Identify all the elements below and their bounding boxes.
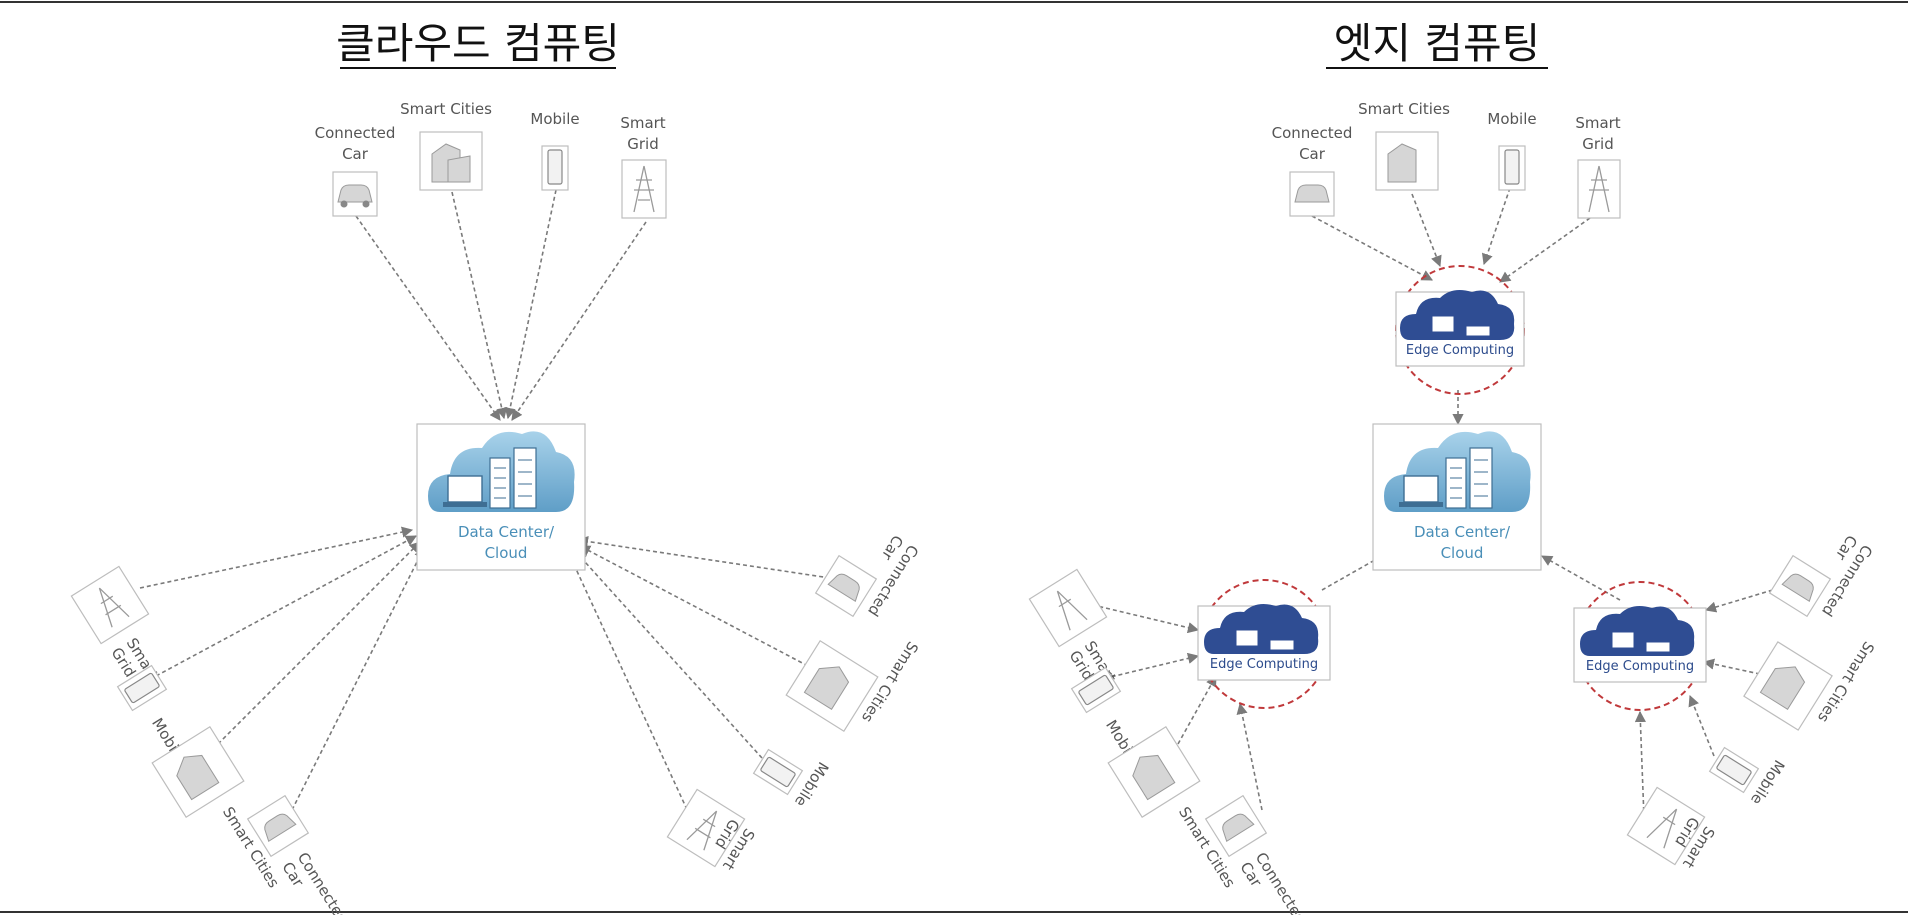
device-connected-car-e: Connected Car — [1272, 124, 1353, 217]
svg-text:클라우드 컴퓨팅: 클라우드 컴퓨팅 — [336, 19, 620, 68]
device-mobile-e-br: Mobile — [1708, 746, 1788, 808]
edge-cloud-icon — [1580, 606, 1695, 656]
edge-cloud-icon — [1400, 290, 1515, 340]
device-mobile-br: Mobile — [752, 748, 832, 810]
device-connected-car-e-bl: Connected Car — [1204, 794, 1310, 915]
device-smart-grid-e-bl: Smart Grid — [1028, 568, 1120, 686]
data-center-node-edge: Data Center/ Cloud — [1372, 423, 1542, 571]
cloud-datacenter-icon — [1384, 431, 1531, 512]
mobile-phone-icon — [547, 149, 563, 185]
device-smart-grid-br: Smart Grid — [666, 788, 758, 873]
svg-text:Edge Computing: Edge Computing — [1586, 659, 1694, 674]
edge-node-left: Edge Computing — [1197, 579, 1331, 709]
edge-panel-title: 엣지 컴퓨팅 — [1326, 19, 1548, 69]
edge-node-top: Edge Computing — [1395, 265, 1525, 395]
car-icon — [337, 184, 373, 208]
svg-text:Mobile: Mobile — [530, 110, 579, 128]
edge-cloud-icon — [1204, 604, 1319, 654]
svg-text:Edge Computing: Edge Computing — [1210, 657, 1318, 672]
svg-text:Smart Cities: Smart Cities — [1358, 100, 1450, 118]
svg-text:Car: Car — [342, 145, 369, 163]
device-smart-grid-e-br: Smart Grid — [1626, 786, 1718, 871]
edge-computing-panel: Data Center/ Cloud Edge Computing Edge C… — [1028, 100, 1878, 915]
svg-text:Edge Computing: Edge Computing — [1406, 343, 1514, 358]
svg-text:Connected: Connected — [1272, 124, 1353, 142]
data-center-label-line1: Data Center/ — [1414, 523, 1511, 541]
svg-text:Car: Car — [1299, 145, 1326, 163]
svg-text:Smart: Smart — [620, 114, 665, 132]
device-smart-cities-e: Smart Cities — [1358, 100, 1450, 191]
svg-text:Mobile: Mobile — [791, 759, 832, 810]
edge-node-right: Edge Computing — [1573, 581, 1707, 711]
device-smart-grid-e: Smart Grid — [1575, 114, 1621, 219]
device-smart-cities: Smart Cities — [400, 100, 492, 191]
svg-text:Connected: Connected — [315, 124, 396, 142]
device-mobile: Mobile — [530, 110, 580, 191]
svg-text:Grid: Grid — [627, 135, 658, 153]
svg-text:Grid: Grid — [1582, 135, 1613, 153]
device-smart-grid-bl: Smart Grid — [70, 565, 162, 683]
data-center-node: Data Center/ Cloud — [416, 423, 586, 571]
device-smart-cities-br: Smart Cities — [785, 638, 922, 732]
device-connected-car-e-br: Connected Car — [1768, 532, 1876, 620]
data-center-label-line1: Data Center/ — [458, 523, 555, 541]
data-center-label-line2: Cloud — [1441, 544, 1484, 562]
power-tower-icon — [633, 165, 655, 213]
cloud-links — [139, 189, 831, 817]
svg-text:Mobile: Mobile — [1487, 110, 1536, 128]
data-center-label-line2: Cloud — [485, 544, 528, 562]
city-buildings-icon — [431, 143, 471, 183]
cloud-panel-title: 클라우드 컴퓨팅 — [336, 19, 620, 69]
cloud-datacenter-icon — [428, 431, 575, 512]
device-smart-grid: Smart Grid — [620, 114, 667, 219]
device-connected-car-br: Connected Car — [814, 532, 922, 620]
cloud-computing-panel: Data Center/ Cloud Connected Car Smart C… — [70, 100, 922, 915]
device-connected-car: Connected Car — [315, 124, 396, 217]
svg-text:Smart: Smart — [1575, 114, 1620, 132]
svg-text:Mobile: Mobile — [1747, 757, 1788, 808]
device-smart-cities-e-br: Smart Cities — [1743, 638, 1878, 731]
svg-text:Smart Cities: Smart Cities — [400, 100, 492, 118]
edge-links — [1071, 187, 1787, 819]
device-mobile-e: Mobile — [1487, 110, 1537, 191]
svg-text:엣지 컴퓨팅: 엣지 컴퓨팅 — [1334, 19, 1541, 68]
